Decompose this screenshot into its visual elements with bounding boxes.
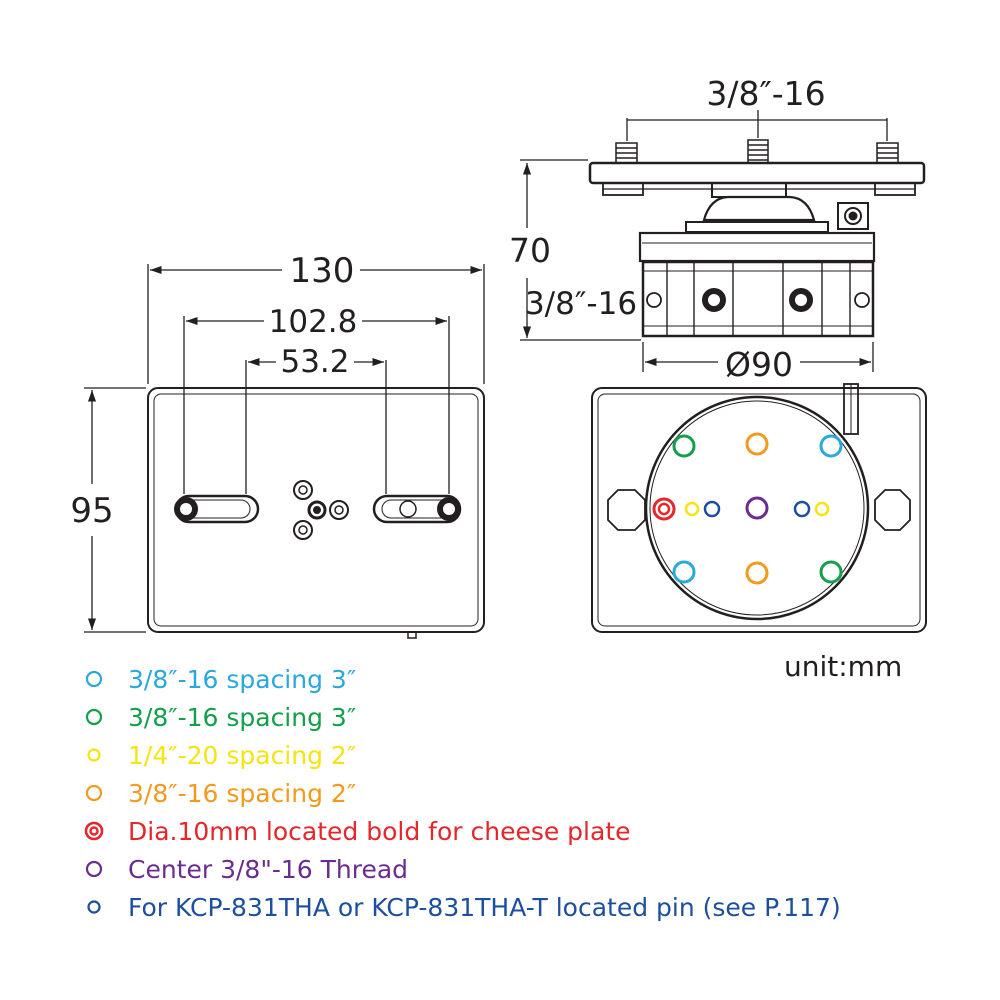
hole-blue — [703, 500, 721, 518]
dim-95: 95 — [70, 491, 113, 531]
legend-marker — [85, 708, 103, 726]
legend-ring — [85, 670, 103, 688]
bottom-plate-outline — [591, 387, 927, 633]
main-block — [641, 260, 875, 338]
legend-marker — [85, 670, 103, 688]
top-view-extension-lines — [84, 264, 485, 633]
dim-70: 70 — [509, 231, 551, 270]
legend-item: Dia.10mm located bold for cheese plate — [82, 812, 982, 850]
hole-blue — [793, 500, 811, 518]
dome — [702, 195, 816, 222]
dim-53-2: 53.2 — [280, 344, 349, 380]
legend-item: 3/8″-16 spacing 3″ — [82, 660, 982, 698]
plate-inner-edge — [153, 393, 479, 627]
center-screws — [293, 480, 349, 540]
dim-130: 130 — [290, 251, 355, 291]
legend-marker — [84, 821, 104, 841]
hole-orange — [745, 561, 769, 585]
legend-ring — [87, 748, 101, 762]
hole-green — [672, 434, 696, 458]
top-view — [84, 264, 485, 639]
side-view — [520, 110, 926, 372]
legend-label: 1/4″-20 spacing 2″ — [128, 740, 357, 770]
legend-ring — [85, 784, 103, 802]
clamp-plate — [638, 231, 876, 263]
hole-light-blue — [819, 434, 843, 458]
legend-item: 3/8″-16 spacing 2″ — [82, 774, 982, 812]
neck — [711, 182, 787, 198]
legend-item: 1/4″-20 spacing 2″ — [82, 736, 982, 774]
dim-side-thread: 3/8″-16 — [525, 286, 637, 322]
hole-red-inner — [657, 502, 671, 516]
hole-light-blue — [672, 560, 696, 584]
dim-top-thread: 3/8″-16 — [706, 74, 825, 113]
legend-item: For KCP-831THA or KCP-831THA-T located p… — [82, 888, 982, 926]
legend-label: Center 3/8"-16 Thread — [128, 854, 409, 884]
unit-label: unit:mm — [784, 650, 903, 683]
right-slot — [372, 494, 462, 524]
legend-label: For KCP-831THA or KCP-831THA-T located p… — [128, 892, 841, 922]
legend-ring — [89, 826, 99, 836]
legend-label: Dia.10mm located bold for cheese plate — [128, 816, 631, 846]
top-view-dimension-lines — [87, 265, 482, 630]
legend-label: 3/8″-16 spacing 2″ — [128, 778, 357, 808]
legend-ring — [84, 821, 104, 841]
legend-marker — [85, 860, 103, 878]
legend-label: 3/8″-16 spacing 3″ — [128, 702, 357, 732]
plate-pin — [407, 631, 417, 639]
hole-green — [819, 560, 843, 584]
hex-right — [874, 489, 911, 531]
legend-item: 3/8″-16 spacing 3″ — [82, 698, 982, 736]
dim-diameter-90: Ø90 — [725, 345, 793, 384]
top-screws — [615, 139, 899, 164]
legend-marker — [85, 784, 103, 802]
legend-ring — [85, 708, 103, 726]
bottom-view — [591, 383, 927, 633]
hole-red-outer — [652, 497, 676, 521]
hex-left — [607, 489, 646, 531]
dim-102-8: 102.8 — [269, 304, 358, 340]
side-knob — [837, 202, 869, 230]
legend-marker — [87, 748, 101, 762]
top-plate — [588, 161, 926, 185]
legend-ring — [85, 860, 103, 878]
side-view-dimension-lines — [520, 110, 888, 372]
legend: 3/8″-16 spacing 3″ 3/8″-16 spacing 3″ 1/… — [82, 660, 982, 926]
legend-ring — [87, 900, 101, 914]
left-slot — [174, 494, 260, 524]
colored-holes — [652, 432, 843, 585]
legend-item: Center 3/8"-16 Thread — [82, 850, 982, 888]
disc — [644, 395, 870, 621]
plate-outline — [147, 387, 485, 633]
hole-yellow — [684, 501, 700, 517]
legend-marker — [87, 900, 101, 914]
hole-purple-center — [745, 496, 769, 520]
hole-orange — [745, 432, 769, 456]
legend-label: 3/8″-16 spacing 3″ — [128, 664, 357, 694]
hole-yellow — [814, 501, 830, 517]
